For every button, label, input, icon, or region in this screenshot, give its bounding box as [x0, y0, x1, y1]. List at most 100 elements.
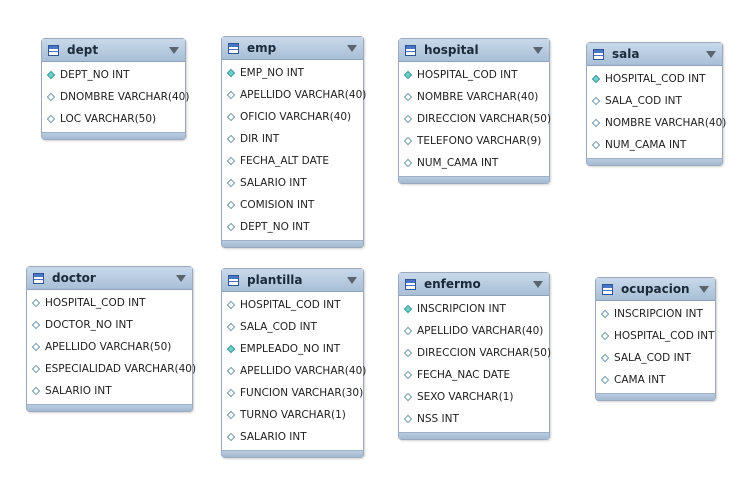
column-row[interactable]: APELLIDO VARCHAR(50) [27, 336, 192, 358]
column-row[interactable]: LOC VARCHAR(50) [42, 108, 185, 130]
column-label: SALA_COD INT [605, 95, 682, 107]
table-footer [27, 404, 192, 411]
table-footer [596, 393, 715, 400]
column-label: FECHA_NAC DATE [417, 369, 511, 381]
column-row[interactable]: INSCRIPCION INT [596, 303, 715, 325]
column-row[interactable]: APELLIDO VARCHAR(40) [222, 84, 367, 106]
column-row[interactable]: DEPT_NO INT [42, 64, 185, 86]
column-label: APELLIDO VARCHAR(40) [240, 89, 367, 101]
table-header[interactable]: enfermo [399, 273, 549, 296]
table-footer [399, 176, 549, 183]
column-row[interactable]: SALA_COD INT [596, 347, 715, 369]
column-row[interactable]: APELLIDO VARCHAR(40) [399, 320, 549, 342]
table-name: emp [247, 41, 277, 55]
column-row[interactable]: TELEFONO VARCHAR(9) [399, 130, 549, 152]
column-icon [591, 96, 601, 106]
column-row[interactable]: HOSPITAL_COD INT [596, 325, 715, 347]
table-dept[interactable]: dept DEPT_NO INT DNOMBRE VARCHAR(40) LOC… [41, 38, 189, 140]
column-row[interactable]: SALARIO INT [222, 172, 363, 194]
table-header[interactable]: hospital [399, 39, 549, 62]
collapse-arrow-icon[interactable] [169, 46, 179, 54]
primary-key-icon [591, 74, 601, 84]
table-header[interactable]: ocupacion [596, 278, 715, 301]
collapse-arrow-icon[interactable] [533, 46, 543, 54]
table-icon [602, 283, 613, 295]
column-label: INSCRIPCION INT [417, 303, 506, 315]
column-row[interactable]: SEXO VARCHAR(1) [399, 386, 549, 408]
column-label: DIRECCION VARCHAR(50) [417, 347, 552, 359]
column-row[interactable]: EMP_NO INT [222, 62, 363, 84]
table-sala[interactable]: sala HOSPITAL_COD INT SALA_COD INT NOMBR… [586, 42, 726, 166]
table-header[interactable]: dept [42, 39, 185, 62]
column-label: NUM_CAMA INT [417, 157, 499, 169]
column-row[interactable]: DIR INT [222, 128, 363, 150]
column-row[interactable]: SALARIO INT [27, 380, 192, 402]
column-row[interactable]: SALA_COD INT [222, 316, 363, 338]
column-label: APELLIDO VARCHAR(40) [417, 325, 544, 337]
table-name: ocupacion [621, 282, 690, 296]
collapse-arrow-icon[interactable] [176, 274, 186, 282]
column-icon [403, 414, 413, 424]
column-label: ESPECIALIDAD VARCHAR(40) [45, 363, 197, 375]
column-row[interactable]: NOMBRE VARCHAR(40) [399, 86, 549, 108]
column-row[interactable]: TURNO VARCHAR(1) [222, 404, 363, 426]
collapse-arrow-icon[interactable] [347, 276, 357, 284]
column-icon [31, 364, 41, 374]
column-row[interactable]: CAMA INT [596, 369, 715, 391]
column-row[interactable]: FUNCION VARCHAR(30) [222, 382, 363, 404]
table-plantilla[interactable]: plantilla HOSPITAL_COD INT SALA_COD INT … [221, 268, 366, 458]
column-icon [600, 353, 610, 363]
column-row[interactable]: DOCTOR_NO INT [27, 314, 192, 336]
column-row[interactable]: APELLIDO VARCHAR(40) [222, 360, 366, 382]
column-row[interactable]: DIRECCION VARCHAR(50) [399, 108, 552, 130]
column-row[interactable]: OFICIO VARCHAR(40) [222, 106, 363, 128]
table-header[interactable]: doctor [27, 267, 192, 290]
table-header[interactable]: plantilla [222, 269, 363, 292]
collapse-arrow-icon[interactable] [706, 50, 716, 58]
table-header[interactable]: sala [587, 43, 722, 66]
table-footer [42, 132, 185, 139]
column-icon [226, 222, 236, 232]
primary-key-icon [403, 70, 413, 80]
table-icon [405, 278, 416, 290]
column-row[interactable]: SALARIO INT [222, 426, 363, 448]
column-row[interactable]: HOSPITAL_COD INT [222, 294, 363, 316]
table-enfermo[interactable]: enfermo INSCRIPCION INT APELLIDO VARCHAR… [398, 272, 552, 440]
table-name: enfermo [424, 277, 481, 291]
column-icon [46, 114, 56, 124]
table-hospital[interactable]: hospital HOSPITAL_COD INT NOMBRE VARCHAR… [398, 38, 552, 184]
column-row[interactable]: DIRECCION VARCHAR(50) [399, 342, 552, 364]
column-row[interactable]: INSCRIPCION INT [399, 298, 549, 320]
column-label: HOSPITAL_COD INT [614, 330, 715, 342]
column-row[interactable]: NUM_CAMA INT [399, 152, 549, 174]
column-row[interactable]: NSS INT [399, 408, 549, 430]
table-header[interactable]: emp [222, 37, 363, 60]
table-doctor[interactable]: doctor HOSPITAL_COD INT DOCTOR_NO INT AP… [26, 266, 196, 412]
column-row[interactable]: EMPLEADO_NO INT [222, 338, 363, 360]
table-icon [405, 44, 416, 56]
table-ocupacion[interactable]: ocupacion INSCRIPCION INT HOSPITAL_COD I… [595, 277, 716, 401]
column-row[interactable]: FECHA_ALT DATE [222, 150, 363, 172]
collapse-arrow-icon[interactable] [533, 280, 543, 288]
table-emp[interactable]: emp EMP_NO INT APELLIDO VARCHAR(40) OFIC… [221, 36, 367, 248]
column-row[interactable]: NOMBRE VARCHAR(40) [587, 112, 726, 134]
column-row[interactable]: DEPT_NO INT [222, 216, 363, 238]
table-icon [228, 42, 239, 54]
column-row[interactable]: HOSPITAL_COD INT [399, 64, 549, 86]
primary-key-icon [46, 70, 56, 80]
column-row[interactable]: ESPECIALIDAD VARCHAR(40) [27, 358, 196, 380]
column-label: EMP_NO INT [240, 67, 305, 79]
table-name: hospital [424, 43, 479, 57]
collapse-arrow-icon[interactable] [347, 44, 357, 52]
column-row[interactable]: HOSPITAL_COD INT [27, 292, 192, 314]
column-label: HOSPITAL_COD INT [240, 299, 341, 311]
column-label: DIRECCION VARCHAR(50) [417, 113, 552, 125]
column-row[interactable]: NUM_CAMA INT [587, 134, 722, 156]
column-row[interactable]: DNOMBRE VARCHAR(40) [42, 86, 189, 108]
collapse-arrow-icon[interactable] [699, 285, 709, 293]
column-row[interactable]: SALA_COD INT [587, 90, 722, 112]
column-row[interactable]: FECHA_NAC DATE [399, 364, 549, 386]
column-row[interactable]: COMISION INT [222, 194, 363, 216]
column-row[interactable]: HOSPITAL_COD INT [587, 68, 722, 90]
table-icon [33, 272, 44, 284]
